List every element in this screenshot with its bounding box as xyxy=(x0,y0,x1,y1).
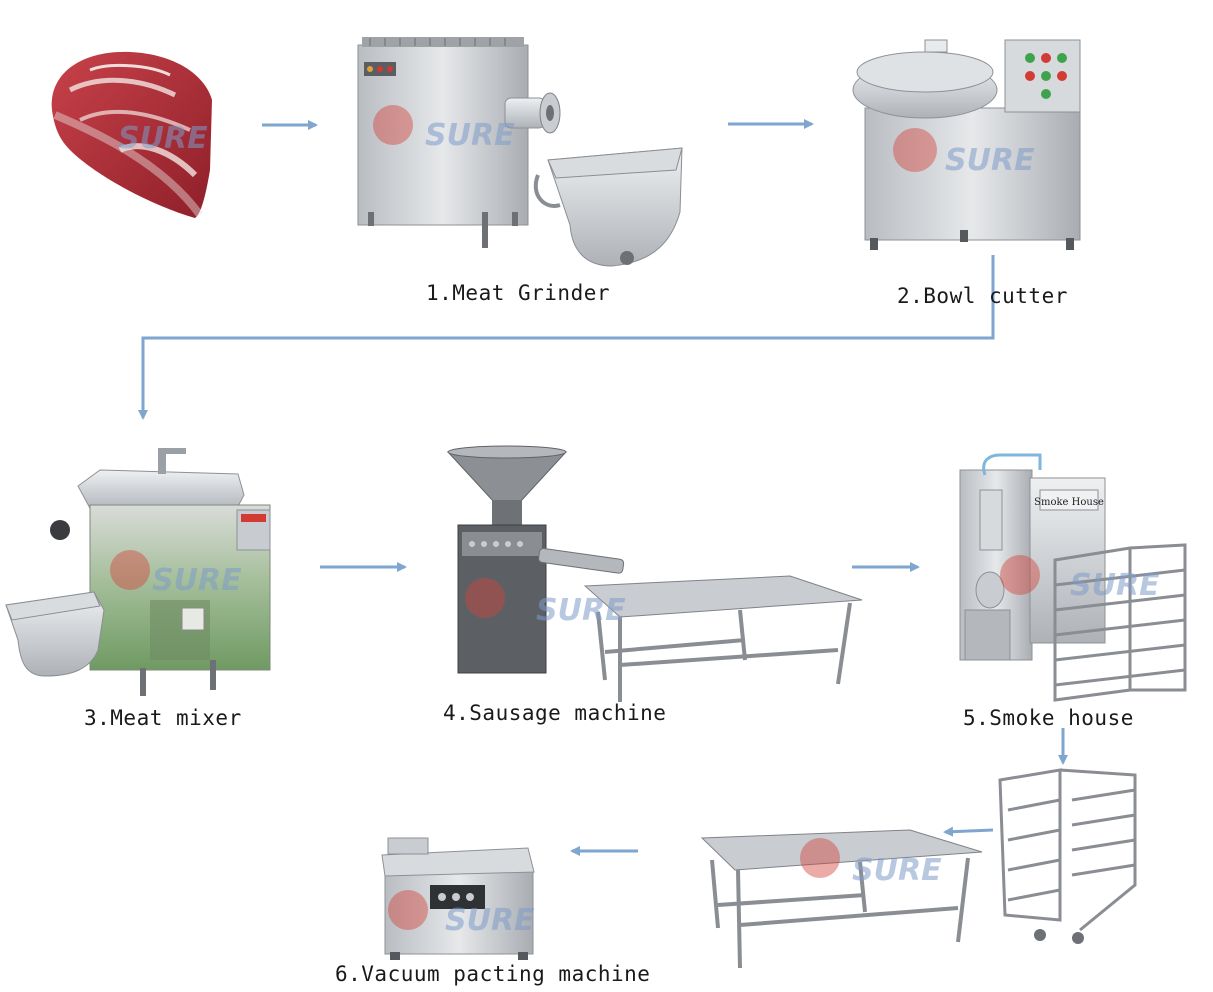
bowl-cutter-image xyxy=(852,39,1081,250)
watermark-text: SURE xyxy=(945,143,1035,178)
logo-mark-icon xyxy=(893,128,937,172)
watermark-logos: SURE SURE SURE SURE SURE SURE SURE SURE xyxy=(110,105,1160,938)
smoke-house-plate-text: Smoke House xyxy=(1034,497,1104,508)
watermark-text: SURE xyxy=(425,118,515,153)
step-label-sausage-machine: 4.Sausage machine xyxy=(443,701,667,725)
step-label-bowl-cutter: 2.Bowl cutter xyxy=(897,284,1068,308)
logo-mark-icon xyxy=(373,105,413,145)
vacuum-packing-machine-image xyxy=(381,837,535,960)
step-label-vacuum-packing: 6.Vacuum pacting machine xyxy=(335,962,651,986)
smoke-house-image: Smoke House xyxy=(959,453,1187,702)
watermark-text: SURE xyxy=(152,563,242,598)
step-label-smoke-house: 5.Smoke house xyxy=(963,706,1134,730)
watermark-text: SURE xyxy=(118,121,208,156)
logo-mark-icon xyxy=(1000,555,1040,595)
arrow-left xyxy=(943,826,994,837)
meat-mixer-image xyxy=(5,448,271,696)
watermark-text: SURE xyxy=(445,903,535,938)
smoke-trolley-image xyxy=(998,768,1137,944)
sausage-machine-image xyxy=(446,445,863,702)
watermark-text: SURE xyxy=(852,853,942,888)
raw-meat-image xyxy=(51,51,212,219)
watermark-text: SURE xyxy=(536,593,626,628)
logo-mark-icon xyxy=(110,550,150,590)
step-label-meat-mixer: 3.Meat mixer xyxy=(84,706,242,730)
work-table-image xyxy=(700,829,983,969)
meat-grinder-image xyxy=(357,37,683,267)
logo-mark-icon xyxy=(465,578,505,618)
arrow-connector xyxy=(138,255,995,420)
watermark-text: SURE xyxy=(1070,568,1160,603)
logo-mark-icon xyxy=(388,890,428,930)
logo-mark-icon xyxy=(800,838,840,878)
flow-arrows xyxy=(138,119,1068,856)
step-label-meat-grinder: 1.Meat Grinder xyxy=(426,281,611,305)
